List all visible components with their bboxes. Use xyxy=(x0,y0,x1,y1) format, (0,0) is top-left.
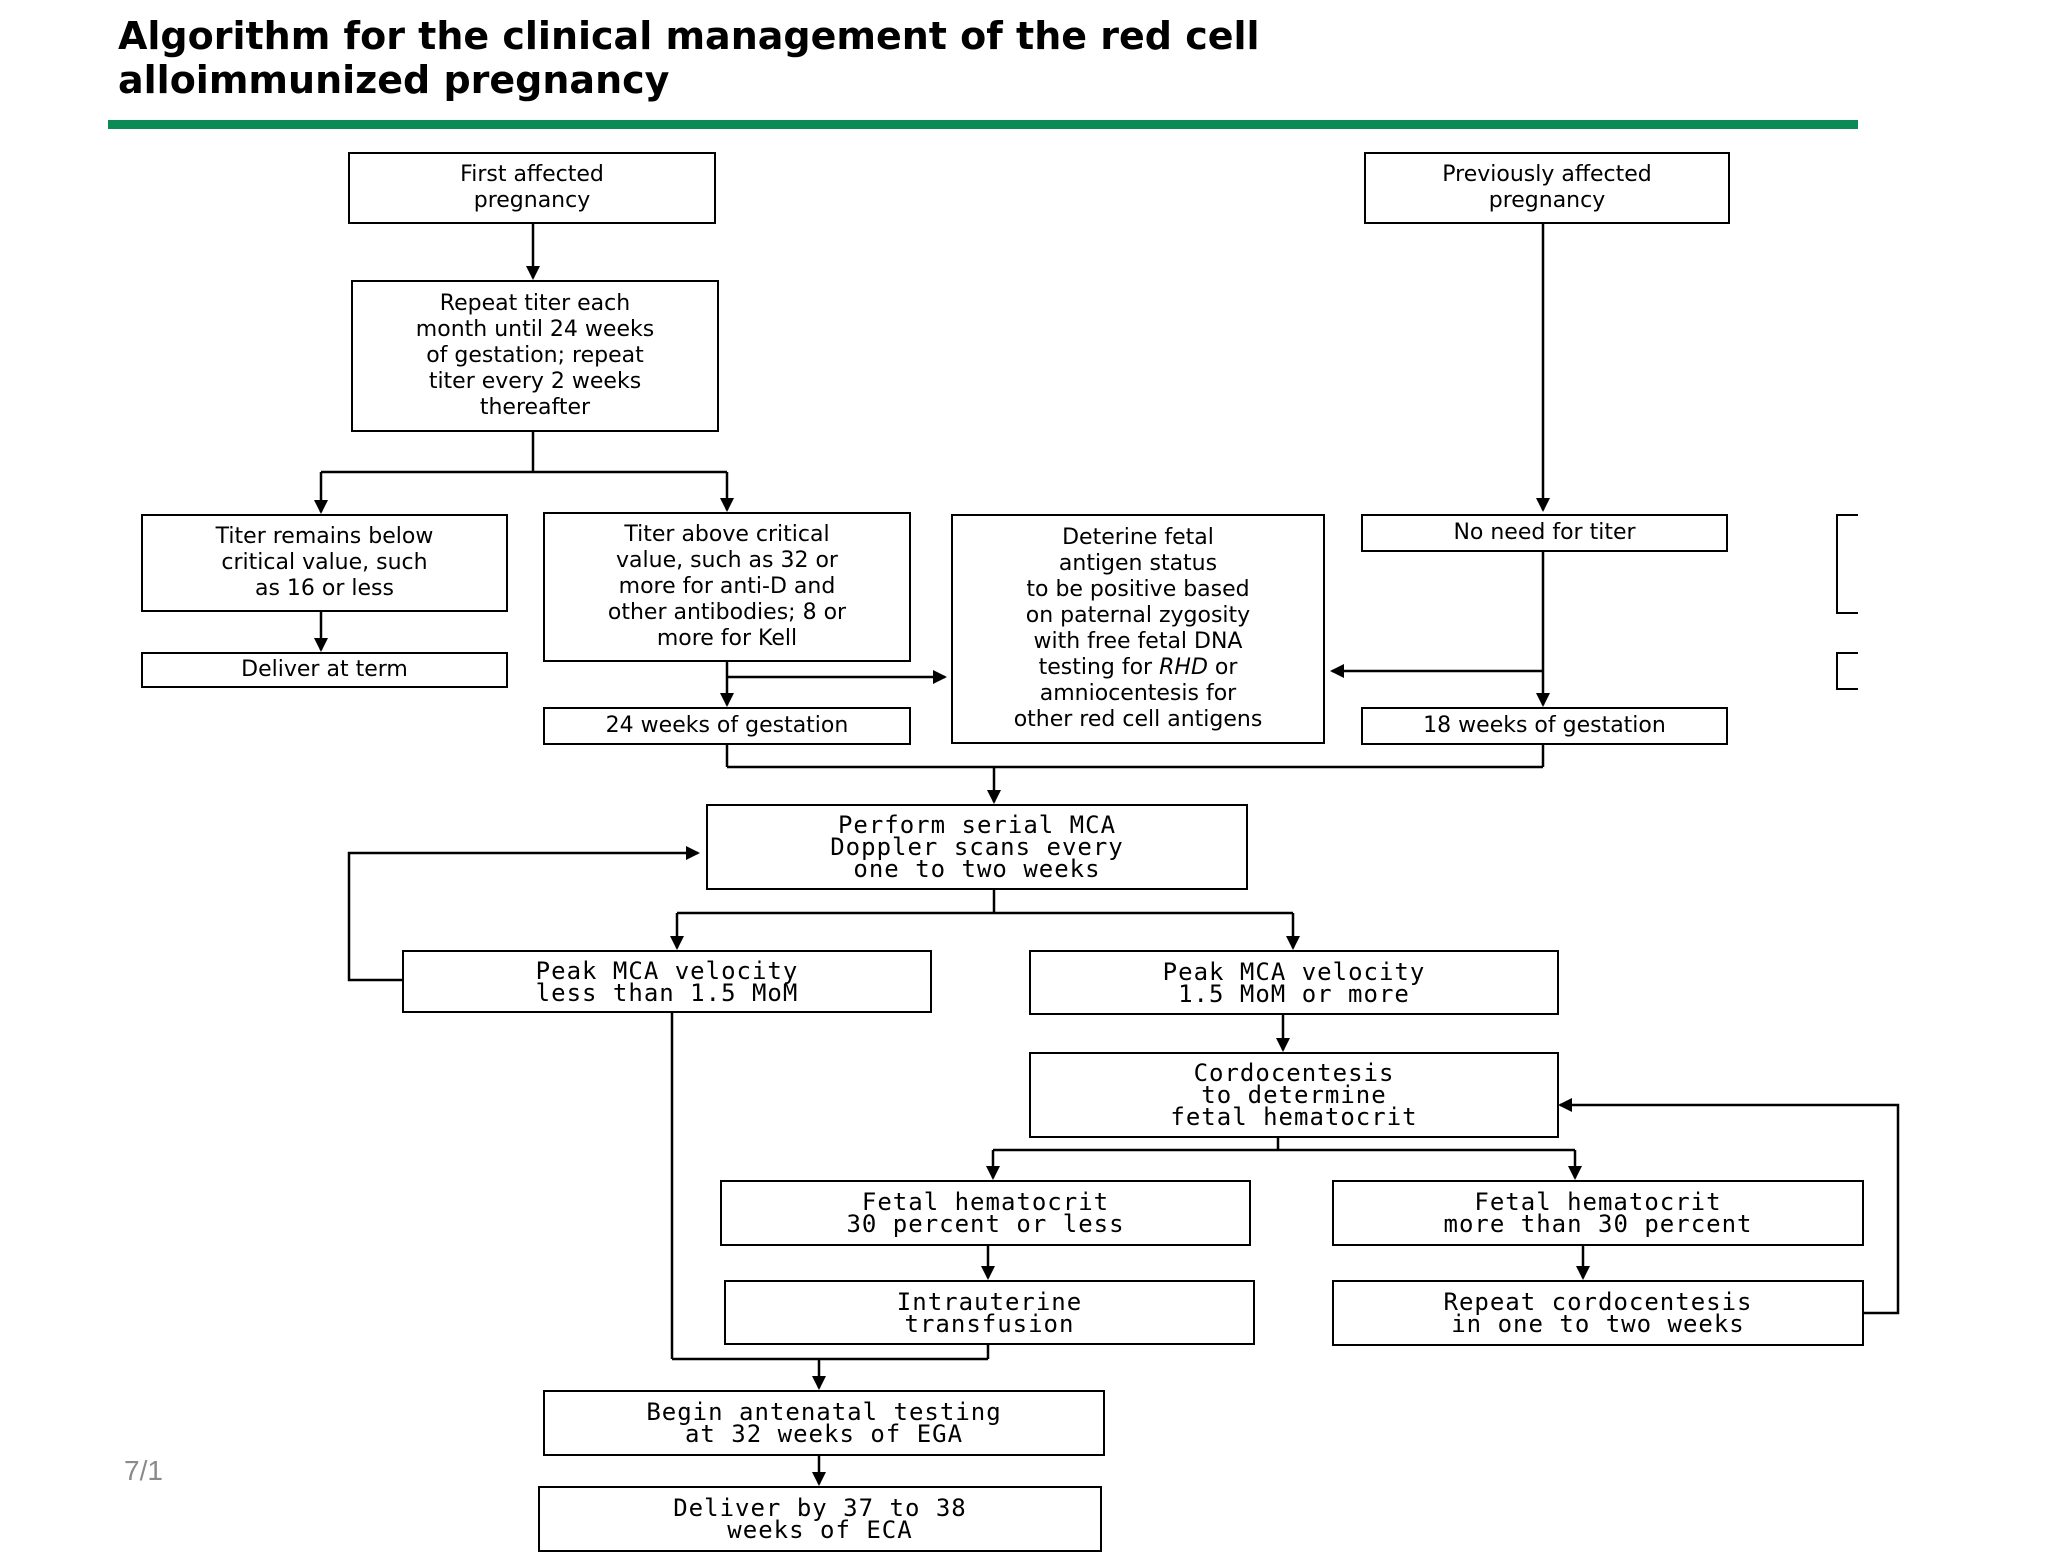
box-titer-below-critical: Titer remains below critical value, such… xyxy=(141,514,508,612)
box-deliver-37-38-weeks: Deliver by 37 to 38 weeks of ECA xyxy=(538,1486,1102,1552)
determine-antigen-text-a: Deterine fetal antigen status to be posi… xyxy=(1025,525,1251,680)
title-line-1: Algorithm for the clinical management of… xyxy=(118,14,1260,58)
box-intrauterine-transfusion: Intrauterine transfusion xyxy=(724,1280,1255,1345)
determine-antigen-text: Deterine fetal antigen status to be posi… xyxy=(1014,525,1263,733)
box-cordocentesis: Cordocentesis to determine fetal hematoc… xyxy=(1029,1052,1559,1138)
title-line-2: alloimmunized pregnancy xyxy=(118,58,670,102)
page-title: Algorithm for the clinical management of… xyxy=(118,14,1818,102)
box-first-affected-pregnancy: First affected pregnancy xyxy=(348,152,716,224)
determine-antigen-rhd: RHD xyxy=(1159,655,1208,680)
box-24-weeks-gestation: 24 weeks of gestation xyxy=(543,707,911,745)
box-deliver-at-term: Deliver at term xyxy=(141,652,508,688)
box-determine-fetal-antigen: Deterine fetal antigen status to be posi… xyxy=(951,514,1325,744)
box-peak-mca-less: Peak MCA velocity less than 1.5 MoM xyxy=(402,950,932,1013)
box-perform-serial-mca: Perform serial MCA Doppler scans every o… xyxy=(706,804,1248,890)
box-cut-off-right-upper xyxy=(1836,514,1858,614)
box-titer-above-critical: Titer above critical value, such as 32 o… xyxy=(543,512,911,662)
box-hematocrit-30-or-less: Fetal hematocrit 30 percent or less xyxy=(720,1180,1251,1246)
slide-number: 7/1 xyxy=(124,1455,163,1486)
box-begin-antenatal-testing: Begin antenatal testing at 32 weeks of E… xyxy=(543,1390,1105,1456)
box-18-weeks-gestation: 18 weeks of gestation xyxy=(1361,707,1728,745)
title-divider xyxy=(108,120,1858,129)
box-previously-affected-pregnancy: Previously affected pregnancy xyxy=(1364,152,1730,224)
box-repeat-cordocentesis: Repeat cordocentesis in one to two weeks xyxy=(1332,1280,1864,1346)
box-no-need-for-titer: No need for titer xyxy=(1361,514,1728,552)
box-cut-off-right-lower xyxy=(1836,652,1858,690)
determine-antigen-text-b: or amniocentesis for other red cell anti… xyxy=(1013,655,1263,732)
box-repeat-titer: Repeat titer each month until 24 weeks o… xyxy=(351,280,719,432)
box-hematocrit-more-than-30: Fetal hematocrit more than 30 percent xyxy=(1332,1180,1864,1246)
box-peak-mca-more: Peak MCA velocity 1.5 MoM or more xyxy=(1029,950,1559,1015)
